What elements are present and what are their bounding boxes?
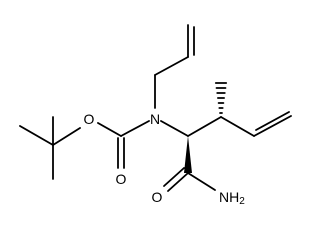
beta-methyl-hashed-wedge — [214, 82, 228, 114]
molecule-structure: O O N O NH2 — [19, 24, 292, 207]
ester-oxygen-label: O — [84, 111, 95, 127]
amide-nh2-subscript: 2 — [239, 196, 245, 207]
structure-canvas: O O N O NH2 — [19, 24, 292, 207]
tbutyl-to-ester-oxygen-bond — [52, 127, 81, 146]
amide-nh-text: NH — [219, 189, 239, 205]
carbonyl-oxygen-label: O — [116, 171, 127, 187]
amide-carbonyl-double-bond-a — [167, 172, 189, 192]
ester-oxygen-to-carbonyl-bond — [97, 122, 122, 137]
nitrogen-label: N — [150, 111, 160, 127]
amide-carbon-to-nitrogen-bond — [187, 172, 216, 191]
vinyl-double-bond-b — [255, 111, 290, 131]
beta-to-vinyl-ch-bond — [220, 116, 255, 137]
allyl-ch2-to-ch-bond — [154, 56, 189, 76]
alpha-to-amide-solid-wedge — [184, 136, 192, 173]
amide-nh2-label: NH2 — [219, 189, 245, 207]
vinyl-double-bond-a — [253, 115, 292, 137]
nitrogen-to-alpha-carbon-bond — [160, 120, 189, 137]
amide-carbonyl-double-bond-b — [163, 167, 185, 187]
alpha-to-beta-carbon-bond — [187, 116, 222, 137]
tbutyl-methyl-left-bond — [19, 125, 54, 146]
carbonyl-to-nitrogen-bond — [120, 120, 150, 137]
amide-oxygen-label: O — [152, 189, 163, 205]
